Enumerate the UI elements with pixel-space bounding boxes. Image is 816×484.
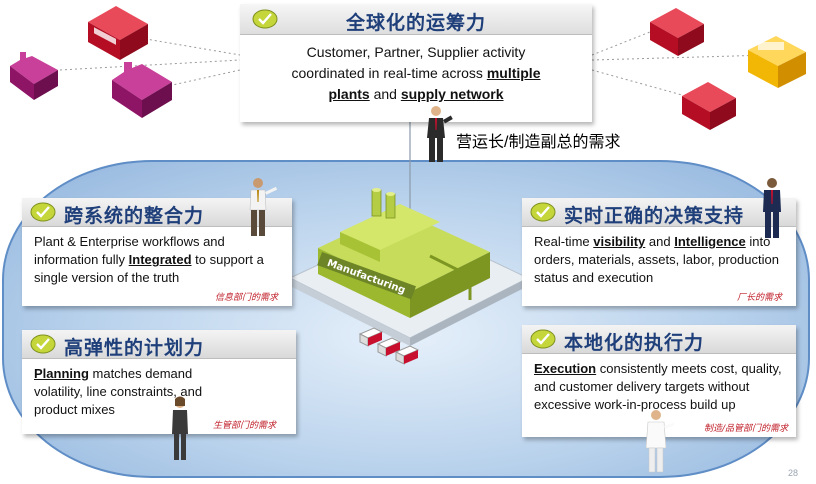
card-header: 全球化的运筹力	[240, 4, 592, 35]
check-icon	[530, 329, 556, 349]
role-note: 厂长的需求	[736, 293, 782, 303]
truck-icon	[358, 327, 384, 347]
decision-support-card: 实时正确的决策支持 Real-time visibility and Intel…	[522, 198, 796, 306]
check-icon	[30, 334, 56, 354]
network-line	[139, 37, 241, 56]
card-title: 实时正确的决策支持	[564, 205, 745, 227]
check-icon	[530, 202, 556, 222]
person-icon	[427, 106, 453, 162]
role-note: 生管部门的需求	[212, 421, 276, 431]
plant-icon	[10, 52, 58, 100]
role-note: 信息部门的需求	[214, 293, 278, 303]
card-text: plants and supply network	[328, 86, 504, 102]
plant-icon	[682, 82, 736, 130]
card-title: 高弹性的计划力	[64, 337, 205, 359]
person-icon	[172, 396, 188, 460]
card-text: consistently meets cost, quality, and cu…	[534, 361, 782, 412]
page-number: 28	[787, 468, 798, 478]
card-body: Customer, Partner, Supplier activity coo…	[240, 35, 592, 105]
network-line	[591, 27, 661, 56]
card-text: into orders, materials, assets, labor, p…	[534, 234, 779, 285]
truck-icon	[394, 345, 420, 365]
emphasis-text: multiple	[486, 65, 541, 81]
integration-card: 跨系统的整合力 Plant & Enterprise workflows and…	[22, 198, 292, 306]
card-title: 跨系统的整合力	[64, 205, 205, 227]
network-line	[591, 69, 701, 101]
planning-card: 高弹性的计划力 Planning matches demand volatili…	[22, 330, 296, 434]
emphasis-text: Intelligence	[674, 234, 746, 249]
card-header: 跨系统的整合力	[22, 198, 292, 227]
card-body: Plant & Enterprise workflows and informa…	[22, 227, 292, 287]
warehouse-icon	[748, 36, 806, 88]
emphasis-text: plants	[328, 86, 370, 102]
person-icon	[645, 410, 675, 473]
factory-icon	[288, 188, 530, 346]
network-line	[59, 59, 241, 71]
card-text: Real-time	[534, 234, 590, 249]
plant-icon	[88, 6, 148, 60]
emphasis-text: visibility	[593, 234, 646, 249]
emphasis-text: Integrated	[128, 252, 192, 267]
check-icon	[252, 9, 278, 29]
card-title: 本地化的执行力	[564, 332, 705, 354]
plant-icon	[112, 62, 172, 118]
card-body: Real-time visibility and Intelligence in…	[522, 227, 796, 287]
check-icon	[30, 202, 56, 222]
card-header: 本地化的执行力	[522, 325, 796, 354]
card-text: and	[648, 234, 671, 249]
global-coordination-card: 全球化的运筹力 Customer, Partner, Supplier acti…	[240, 4, 592, 122]
person-icon	[763, 178, 781, 238]
emphasis-text: supply network	[400, 86, 504, 102]
card-text: coordinated in real-time across multiple	[291, 65, 541, 81]
card-title: 全球化的运筹力	[345, 12, 486, 34]
role-note: 营运长/制造副总的需求	[456, 134, 621, 151]
card-header: 高弹性的计划力	[22, 330, 296, 359]
card-header: 实时正确的决策支持	[522, 198, 796, 227]
card-text: to support a single version of the truth	[34, 252, 264, 285]
card-text: Customer, Partner, Supplier activity	[306, 44, 526, 60]
plant-icon	[650, 8, 704, 56]
emphasis-text: Planning	[34, 366, 89, 381]
card-text: matches demand volatility, line constrai…	[34, 366, 203, 417]
person-icon	[249, 178, 278, 236]
role-note: 制造/品管部门的需求	[703, 424, 788, 434]
emphasis-text: Execution	[534, 361, 597, 376]
card-body: Execution consistently meets cost, quali…	[522, 354, 796, 414]
execution-card: 本地化的执行力 Execution consistently meets cos…	[522, 325, 796, 437]
card-text: Plant & Enterprise workflows and informa…	[34, 234, 225, 267]
card-body: Planning matches demand volatility, line…	[22, 359, 296, 419]
truck-icon	[376, 337, 402, 357]
